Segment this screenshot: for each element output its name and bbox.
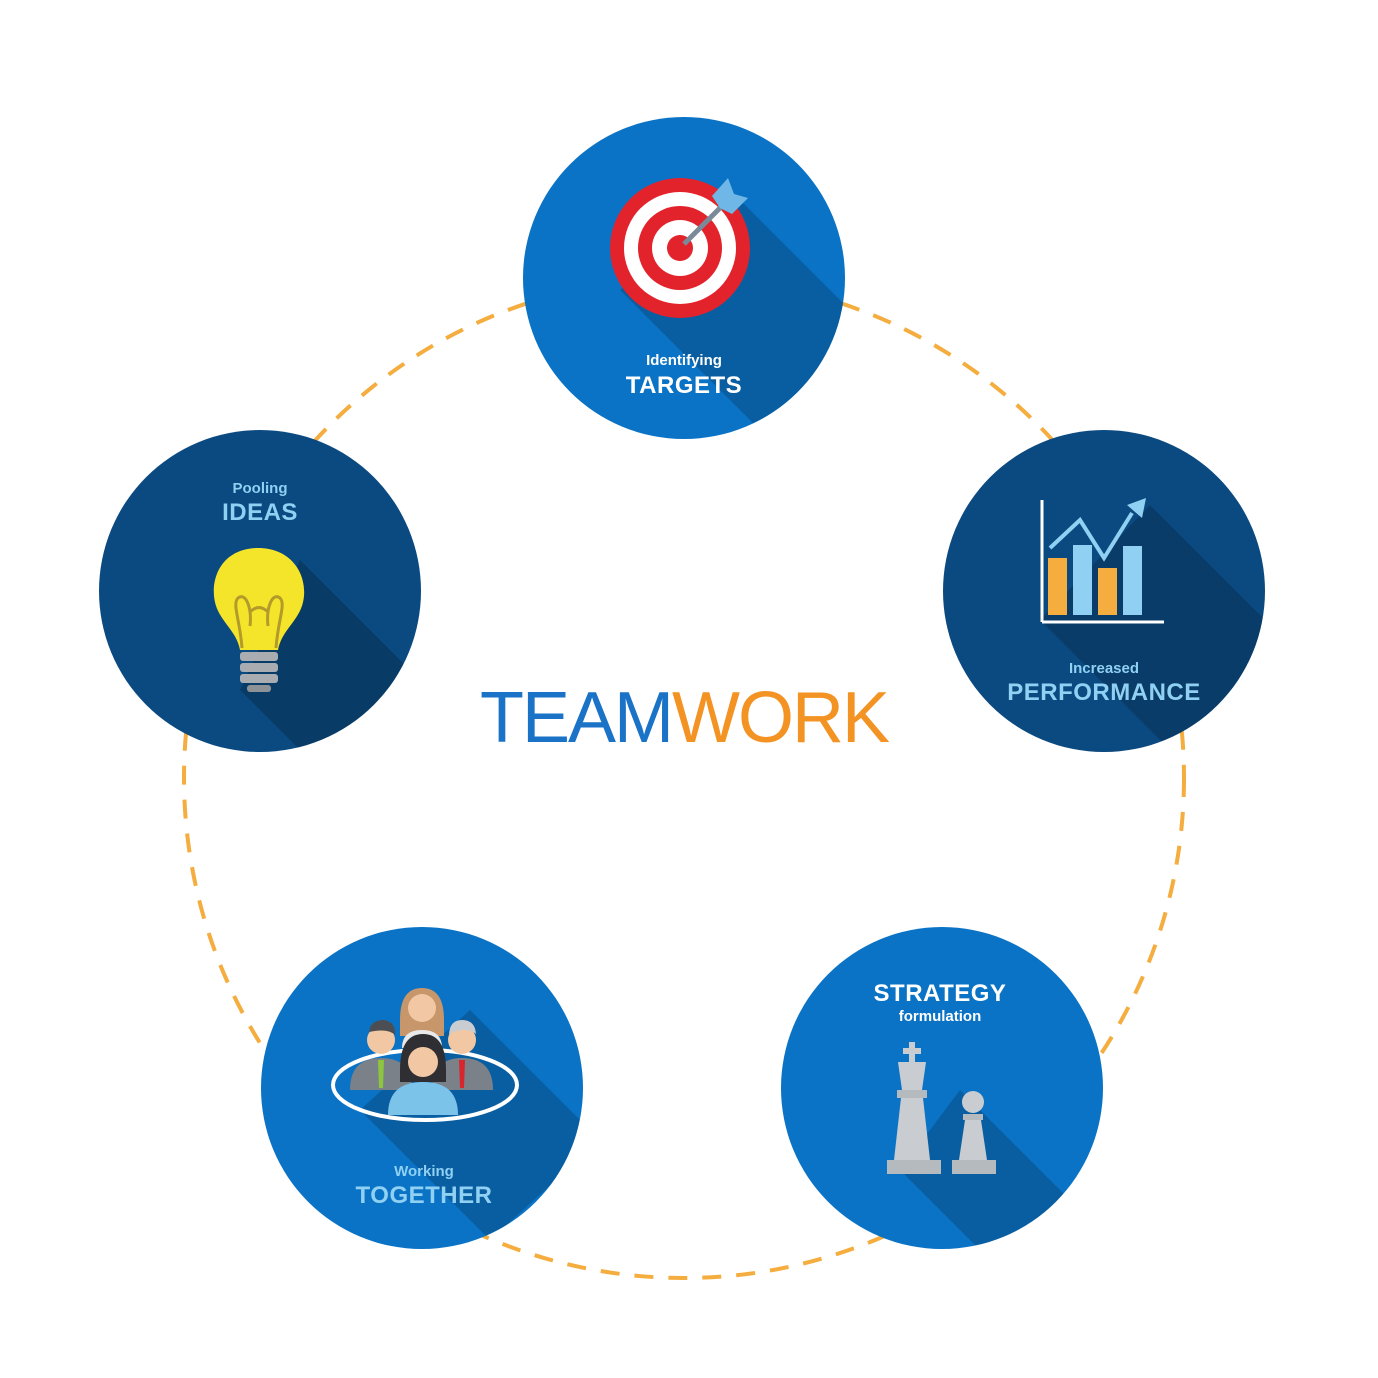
node-targets-small-label: Identifying — [646, 352, 722, 369]
node-together-big-label: TOGETHER — [356, 1182, 493, 1209]
bar-chart-growth-icon — [1040, 498, 1164, 624]
node-strategy-small-label: formulation — [899, 1008, 982, 1025]
target-arrow-icon — [610, 178, 750, 318]
node-together-small-label: Working — [394, 1163, 454, 1180]
long-shadow — [240, 560, 421, 752]
teamwork-title: TEAMWORK — [480, 678, 890, 758]
node-targets-big-label: TARGETS — [626, 372, 742, 399]
node-strategy-circle — [781, 927, 1103, 1249]
lightbulb-icon — [213, 548, 305, 692]
node-strategy-big-label: STRATEGY — [874, 980, 1007, 1007]
node-ideas-big-label: IDEAS — [222, 499, 298, 526]
node-targets: Identifying TARGETS — [523, 117, 845, 439]
node-ideas-small-label: Pooling — [233, 480, 288, 497]
node-performance: Increased PERFORMANCE — [943, 430, 1265, 752]
node-together: Working TOGETHER — [261, 927, 583, 1249]
title-team: TEAM — [480, 678, 672, 758]
title-work: WORK — [672, 678, 890, 758]
team-people-icon — [331, 988, 519, 1122]
node-performance-big-label: PERFORMANCE — [1007, 679, 1201, 706]
node-strategy: STRATEGY formulation — [781, 927, 1103, 1249]
node-ideas: Pooling IDEAS — [99, 430, 421, 752]
long-shadow — [900, 1090, 1103, 1249]
node-performance-small-label: Increased — [1069, 660, 1139, 677]
chess-pieces-icon — [887, 1042, 996, 1174]
